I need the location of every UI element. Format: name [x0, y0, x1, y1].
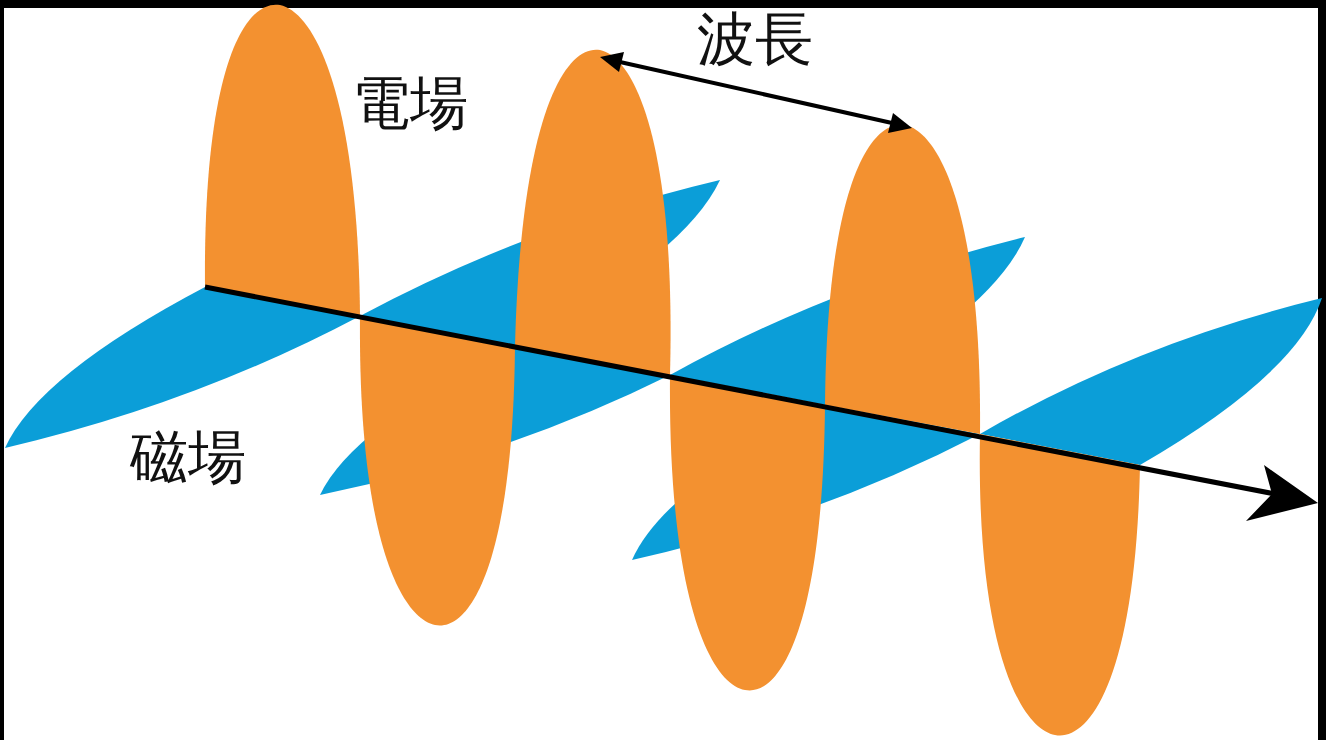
frame-bar	[1318, 0, 1326, 740]
electric-lobe	[980, 434, 1140, 736]
magnetic-lobe	[980, 298, 1322, 465]
field-label: 電場	[352, 74, 468, 132]
electric-lobe	[205, 5, 360, 316]
arrow-head	[600, 52, 624, 72]
frame-bar	[0, 0, 4, 740]
electric-lobe	[825, 125, 980, 434]
magnetic-lobe	[5, 287, 360, 448]
electric-lobe	[515, 50, 671, 375]
frame-bar	[0, 0, 1326, 8]
electric-field-wave	[205, 5, 1140, 736]
propagation-axis	[205, 287, 1275, 494]
dimension-label: 波長	[697, 10, 813, 68]
field-label: 磁場	[130, 428, 246, 486]
electric-lobe	[670, 375, 825, 690]
arrow-head	[888, 113, 912, 133]
electric-lobe	[360, 316, 515, 625]
arrow-head	[1246, 465, 1318, 521]
wavelength-dimension	[620, 62, 892, 123]
